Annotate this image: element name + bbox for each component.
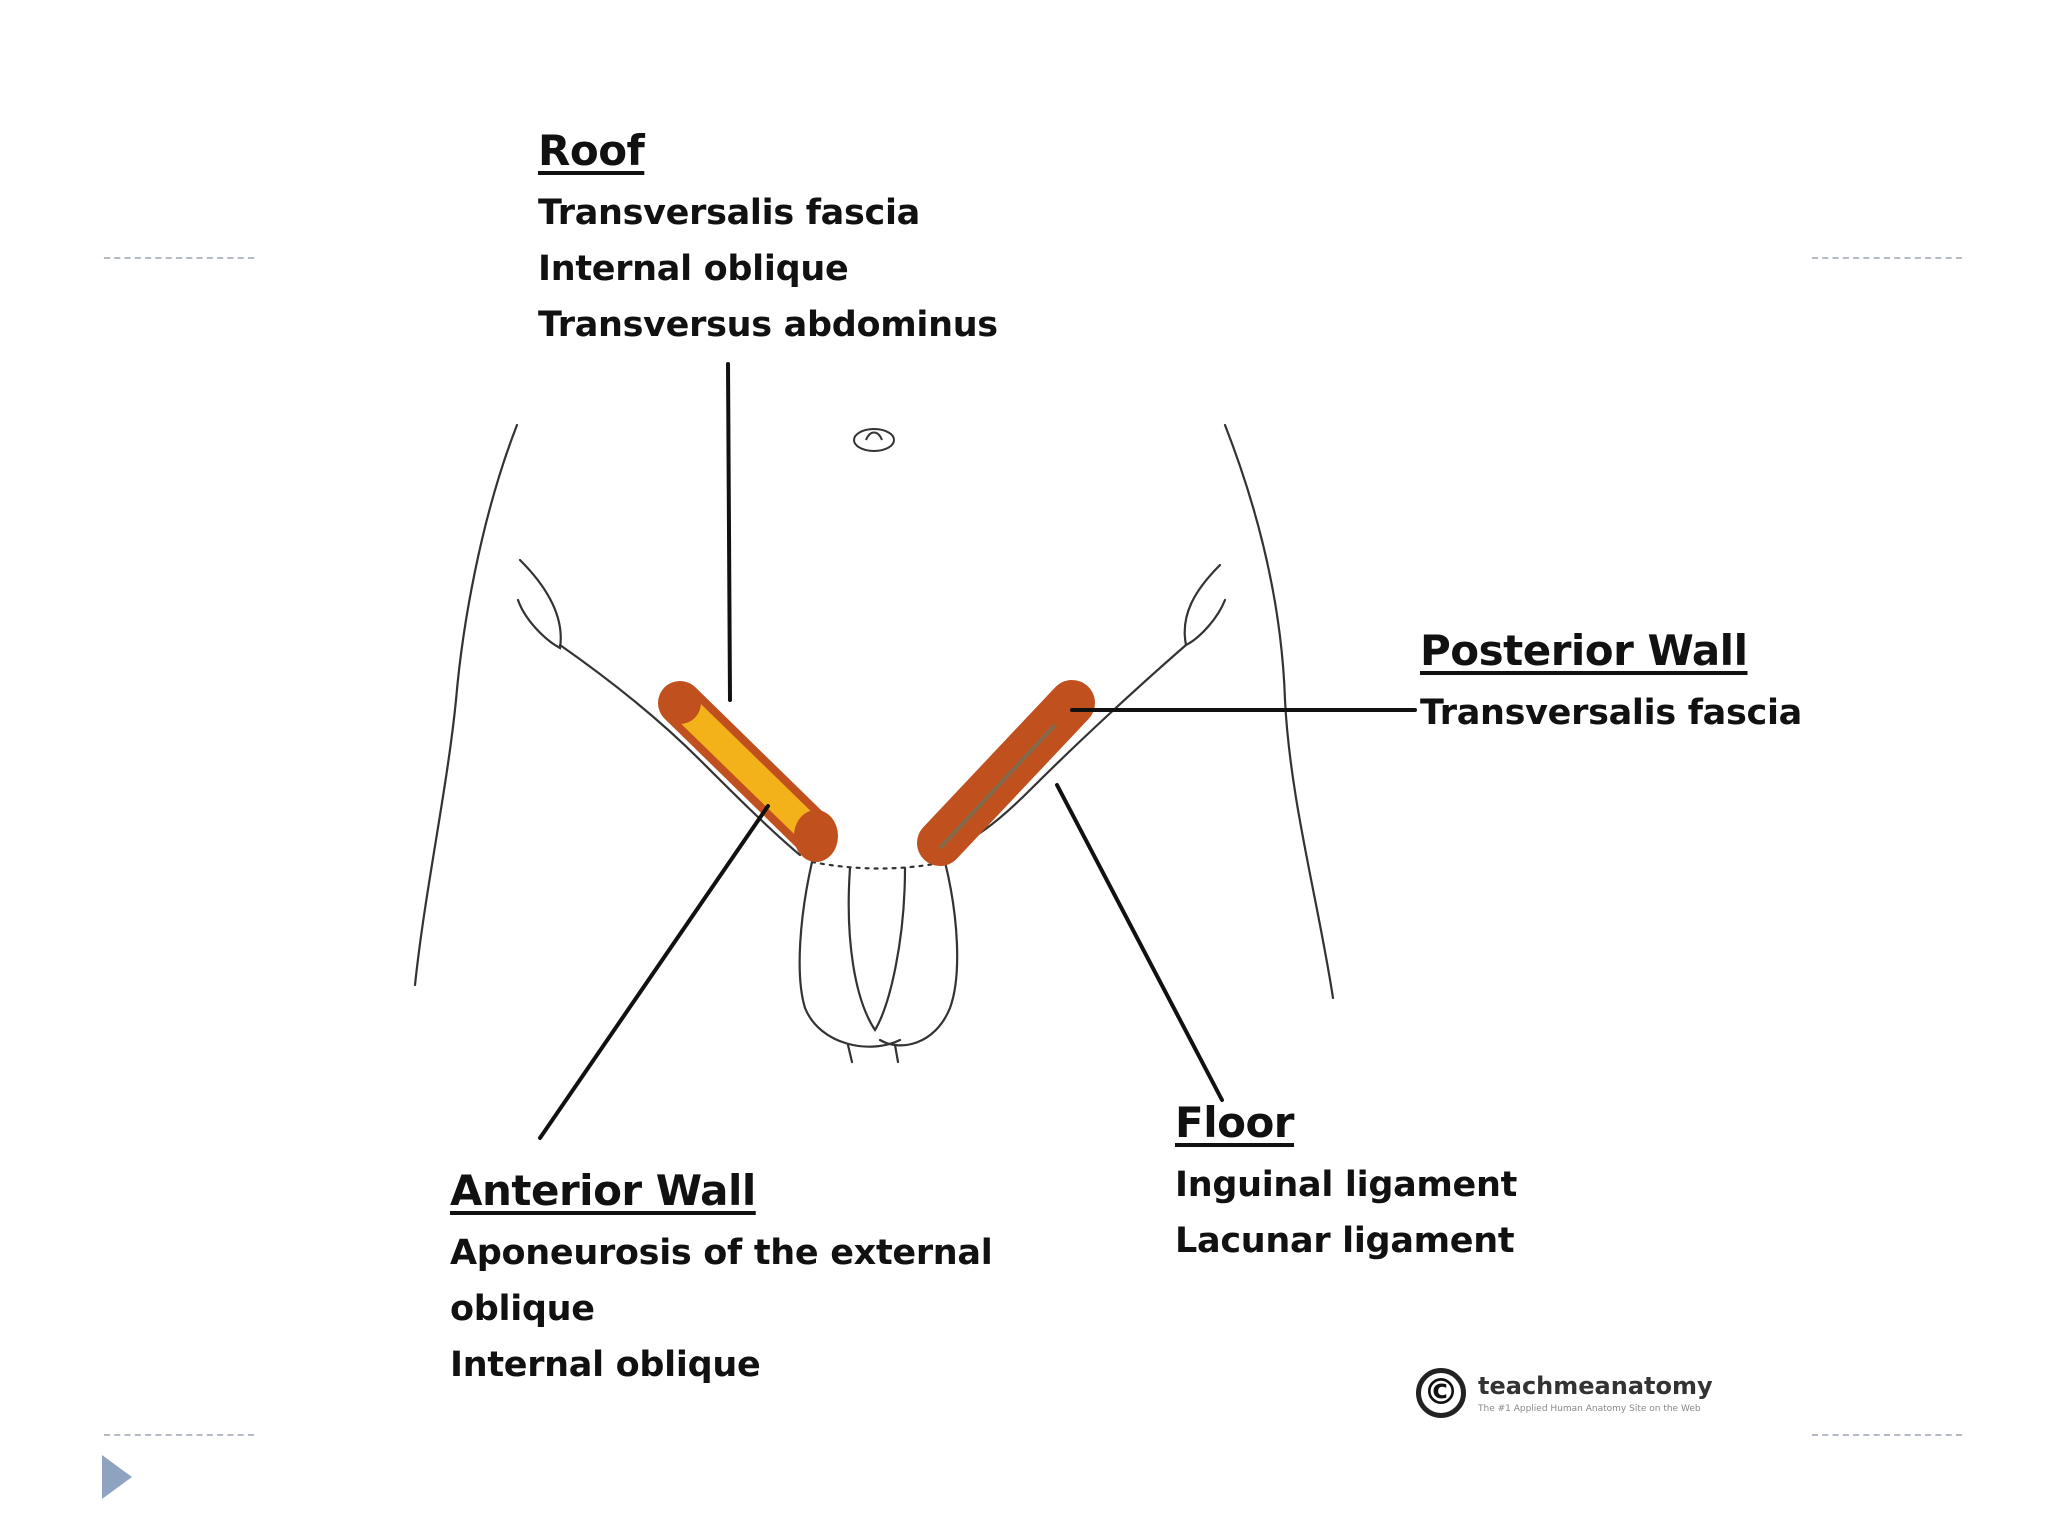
roof-item: Internal oblique	[538, 249, 849, 289]
floor-leader-line	[1055, 783, 1224, 1102]
posterior-wall-label: Posterior Wall Transversalis fascia	[1420, 626, 1802, 741]
posterior-wall-heading: Posterior Wall	[1420, 626, 1748, 675]
penis-outline	[847, 866, 907, 1033]
logo-tagline: The #1 Applied Human Anatomy Site on the…	[1478, 1404, 1701, 1414]
roof-heading: Roof	[538, 126, 645, 175]
anterior-wall-label: Anterior Wall Aponeurosis of the externa…	[450, 1166, 993, 1393]
left-inguinal-canal	[658, 681, 838, 862]
slide-guide-bottom-left	[104, 1434, 254, 1436]
slide-guide-bottom-right	[1812, 1434, 1962, 1436]
scrotum-outline	[798, 860, 902, 1048]
anterior-wall-item: oblique	[450, 1289, 595, 1329]
anterior-wall-leader-line	[538, 804, 770, 1140]
deep-inguinal-ring	[659, 682, 701, 724]
roof-leader-line	[726, 362, 732, 702]
floor-item: Inguinal ligament	[1175, 1165, 1518, 1205]
left-groin-line	[558, 643, 802, 857]
slide-guide-top-right	[1812, 257, 1962, 259]
leader-lines	[538, 362, 1417, 1140]
roof-item: Transversalis fascia	[538, 193, 920, 233]
slide-bullet-arrow-icon	[102, 1455, 132, 1499]
copyright-icon: ©	[1416, 1368, 1466, 1418]
roof-label: Roof Transversalis fascia Internal obliq…	[538, 126, 998, 353]
anterior-wall-heading: Anterior Wall	[450, 1166, 756, 1215]
slide-guide-top-left	[104, 257, 254, 259]
left-torso-outline	[413, 423, 519, 987]
right-hip-contour	[1183, 563, 1227, 647]
anterior-wall-item: Internal oblique	[450, 1345, 761, 1385]
roof-item: Transversus abdominus	[538, 305, 998, 345]
body-outline	[413, 423, 1335, 1064]
anterior-wall-item: Aponeurosis of the external	[450, 1233, 993, 1273]
floor-heading: Floor	[1175, 1098, 1295, 1147]
right-torso-outline	[1223, 423, 1335, 1000]
posterior-wall-item: Transversalis fascia	[1420, 693, 1802, 733]
floor-item: Lacunar ligament	[1175, 1221, 1515, 1261]
left-hip-contour	[516, 558, 562, 650]
logo-brand: teachmeanatomy	[1478, 1372, 1713, 1400]
right-inguinal-canal	[917, 680, 1095, 866]
floor-label: Floor Inguinal ligament Lacunar ligament	[1175, 1098, 1517, 1269]
umbilicus-icon	[853, 428, 895, 452]
superficial-inguinal-ring	[794, 810, 838, 862]
teachmeanatomy-logo: © teachmeanatomy The #1 Applied Human An…	[1416, 1368, 1713, 1418]
